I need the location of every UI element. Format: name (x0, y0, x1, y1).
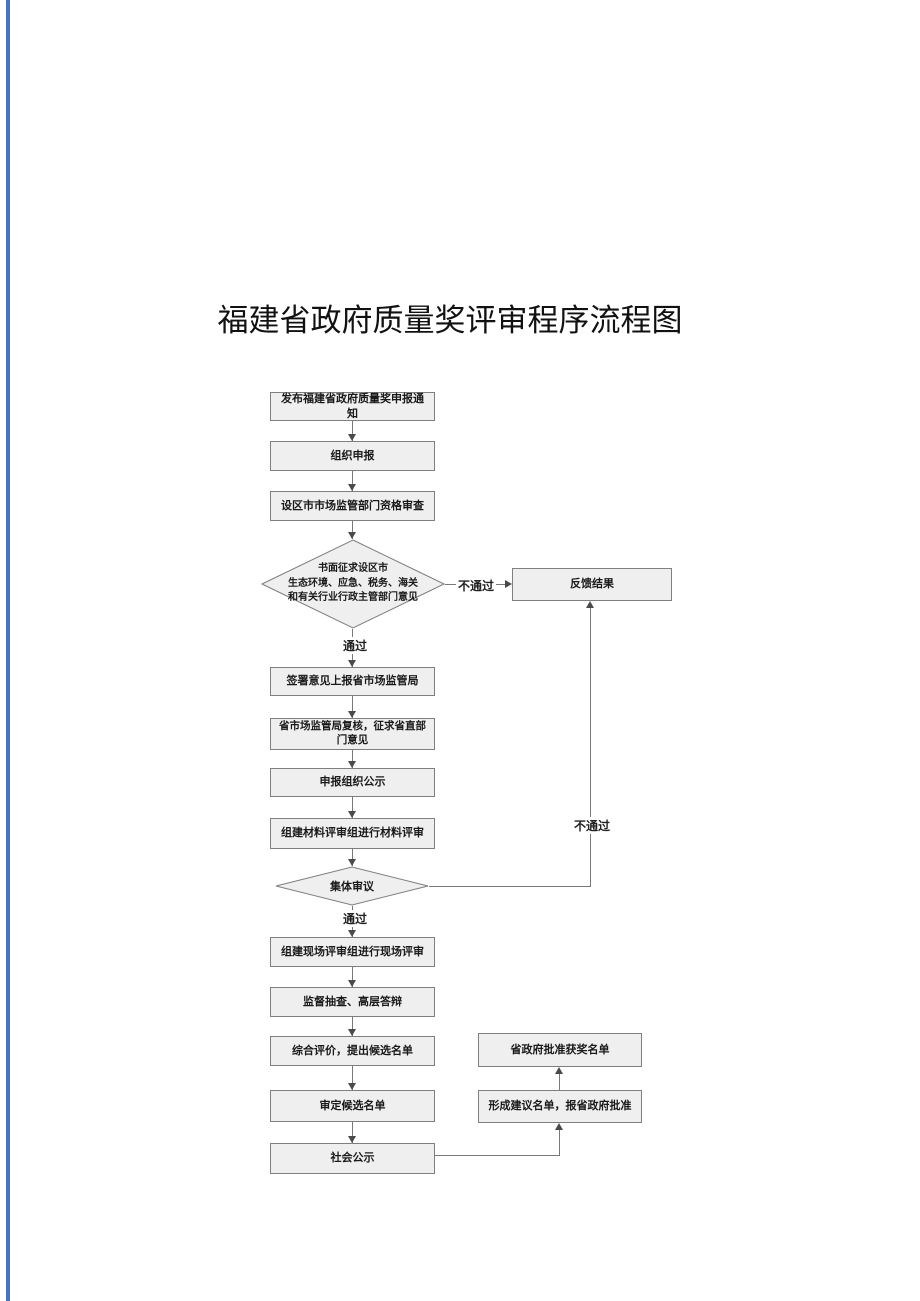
connector-arrow-down (348, 811, 356, 818)
connector-arrow-down (348, 761, 356, 768)
flow-step-label: 省政府批准获奖名单 (510, 1043, 610, 1056)
flow-connector (352, 471, 353, 491)
flow-step-label: 形成建议名单，报省政府批准 (488, 1100, 632, 1113)
flow-connector (590, 607, 591, 887)
decision-collective-review: 集体审议 (275, 866, 429, 906)
flow-connector (352, 1066, 353, 1090)
connector-arrow-down (348, 859, 356, 866)
gov-approval-list-box: 省政府批准获奖名单 (478, 1033, 642, 1067)
decision-line: 书面征求设区市 (318, 563, 388, 575)
decision-written-consult: 书面征求设区市 生态环境、应急、税务、海关 和有关行业行政主管部门意见 (261, 539, 445, 629)
connector-arrow-down (348, 532, 356, 539)
edge-label-fail: 不通过 (572, 817, 613, 834)
flow-connector (352, 1017, 353, 1036)
flow-step-label: 签署意见上报省市场监管局 (286, 675, 419, 688)
flow-connector (352, 797, 353, 818)
flow-connector (352, 967, 353, 987)
diamond-shape (261, 539, 445, 629)
flow-step-application-publicity: 申报组织公示 (270, 768, 435, 797)
flow-step-label: 监督抽查、高层答辩 (303, 995, 402, 1008)
flow-step-publish-notice: 发布福建省政府质量奖申报通知 (270, 392, 435, 421)
connector-arrow-down (348, 484, 356, 491)
flow-step-label: 审定候选名单 (319, 1099, 386, 1112)
decision-line: 生态环境、应急、税务、海关 (288, 577, 418, 589)
decision-text: 书面征求设区市 生态环境、应急、税务、海关 和有关行业行政主管部门意见 (261, 539, 445, 629)
connector-arrow-down (348, 930, 356, 937)
flow-step-label: 设区市市场监管部门资格审查 (281, 499, 424, 512)
edge-label-fail: 不通过 (456, 577, 497, 594)
decision-line: 和有关行业行政主管部门意见 (288, 592, 418, 604)
flow-step-label: 组织申报 (330, 449, 375, 462)
connector-arrow-up (586, 601, 594, 608)
flow-connector (352, 696, 353, 718)
recommendation-list-box: 形成建议名单，报省政府批准 (478, 1090, 642, 1123)
connector-arrow-down (348, 660, 356, 667)
flow-step-supervision-defense: 监督抽查、高层答辩 (270, 987, 435, 1017)
flow-step-label: 反馈结果 (570, 578, 614, 591)
left-accent-line (6, 0, 10, 1301)
decision-text: 集体审议 (275, 866, 429, 906)
connector-arrow-right (505, 580, 512, 588)
flow-connector (352, 1122, 353, 1143)
flow-step-label: 社会公示 (330, 1152, 375, 1165)
connector-arrow-up (555, 1123, 563, 1130)
flow-connector (435, 1155, 560, 1156)
edge-label-pass: 通过 (341, 637, 370, 654)
connector-arrow-down (348, 1029, 356, 1036)
flow-step-approve-candidates: 审定候选名单 (270, 1090, 435, 1122)
flow-connector (352, 750, 353, 768)
flow-step-label: 组建材料评审组进行材料评审 (281, 827, 424, 840)
connector-arrow-down (348, 1136, 356, 1143)
flow-step-label: 综合评价，提出候选名单 (292, 1044, 413, 1057)
flow-step-label: 申报组织公示 (319, 776, 386, 789)
flow-connector (559, 1129, 560, 1156)
decision-line: 集体审议 (330, 881, 374, 893)
flow-step-sign-submit: 签署意见上报省市场监管局 (270, 667, 435, 696)
flow-connector (352, 849, 353, 866)
connector-arrow-down (348, 711, 356, 718)
flow-step-label: 组建现场评审组进行现场评审 (281, 945, 424, 958)
connector-arrow-down (348, 434, 356, 441)
flow-step-public-announcement: 社会公示 (270, 1143, 435, 1174)
flow-step-label: 省市场监管局复核，征求省直部门意见 (279, 720, 426, 746)
flow-step-qualification-review: 设区市市场监管部门资格审查 (270, 491, 435, 521)
flow-step-label: 发布福建省政府质量奖申报通知 (281, 392, 424, 420)
flow-connector (352, 521, 353, 539)
connector-arrow-down (348, 980, 356, 987)
flow-step-onsite-review: 组建现场评审组进行现场评审 (270, 937, 435, 967)
flow-step-organize-apply: 组织申报 (270, 441, 435, 471)
edge-label-pass: 通过 (341, 910, 370, 927)
flow-connector (352, 421, 353, 441)
connector-arrow-up (555, 1067, 563, 1074)
diamond-shape (275, 866, 429, 906)
feedback-result-box: 反馈结果 (512, 568, 672, 601)
page-title: 福建省政府质量奖评审程序流程图 (217, 303, 683, 338)
flow-step-provincial-recheck: 省市场监管局复核，征求省直部门意见 (270, 718, 435, 750)
flow-connector (429, 886, 591, 887)
flow-connector (559, 1073, 560, 1090)
flow-step-comprehensive-evaluation: 综合评价，提出候选名单 (270, 1036, 435, 1066)
connector-arrow-down (348, 1083, 356, 1090)
flow-step-material-review: 组建材料评审组进行材料评审 (270, 818, 435, 849)
